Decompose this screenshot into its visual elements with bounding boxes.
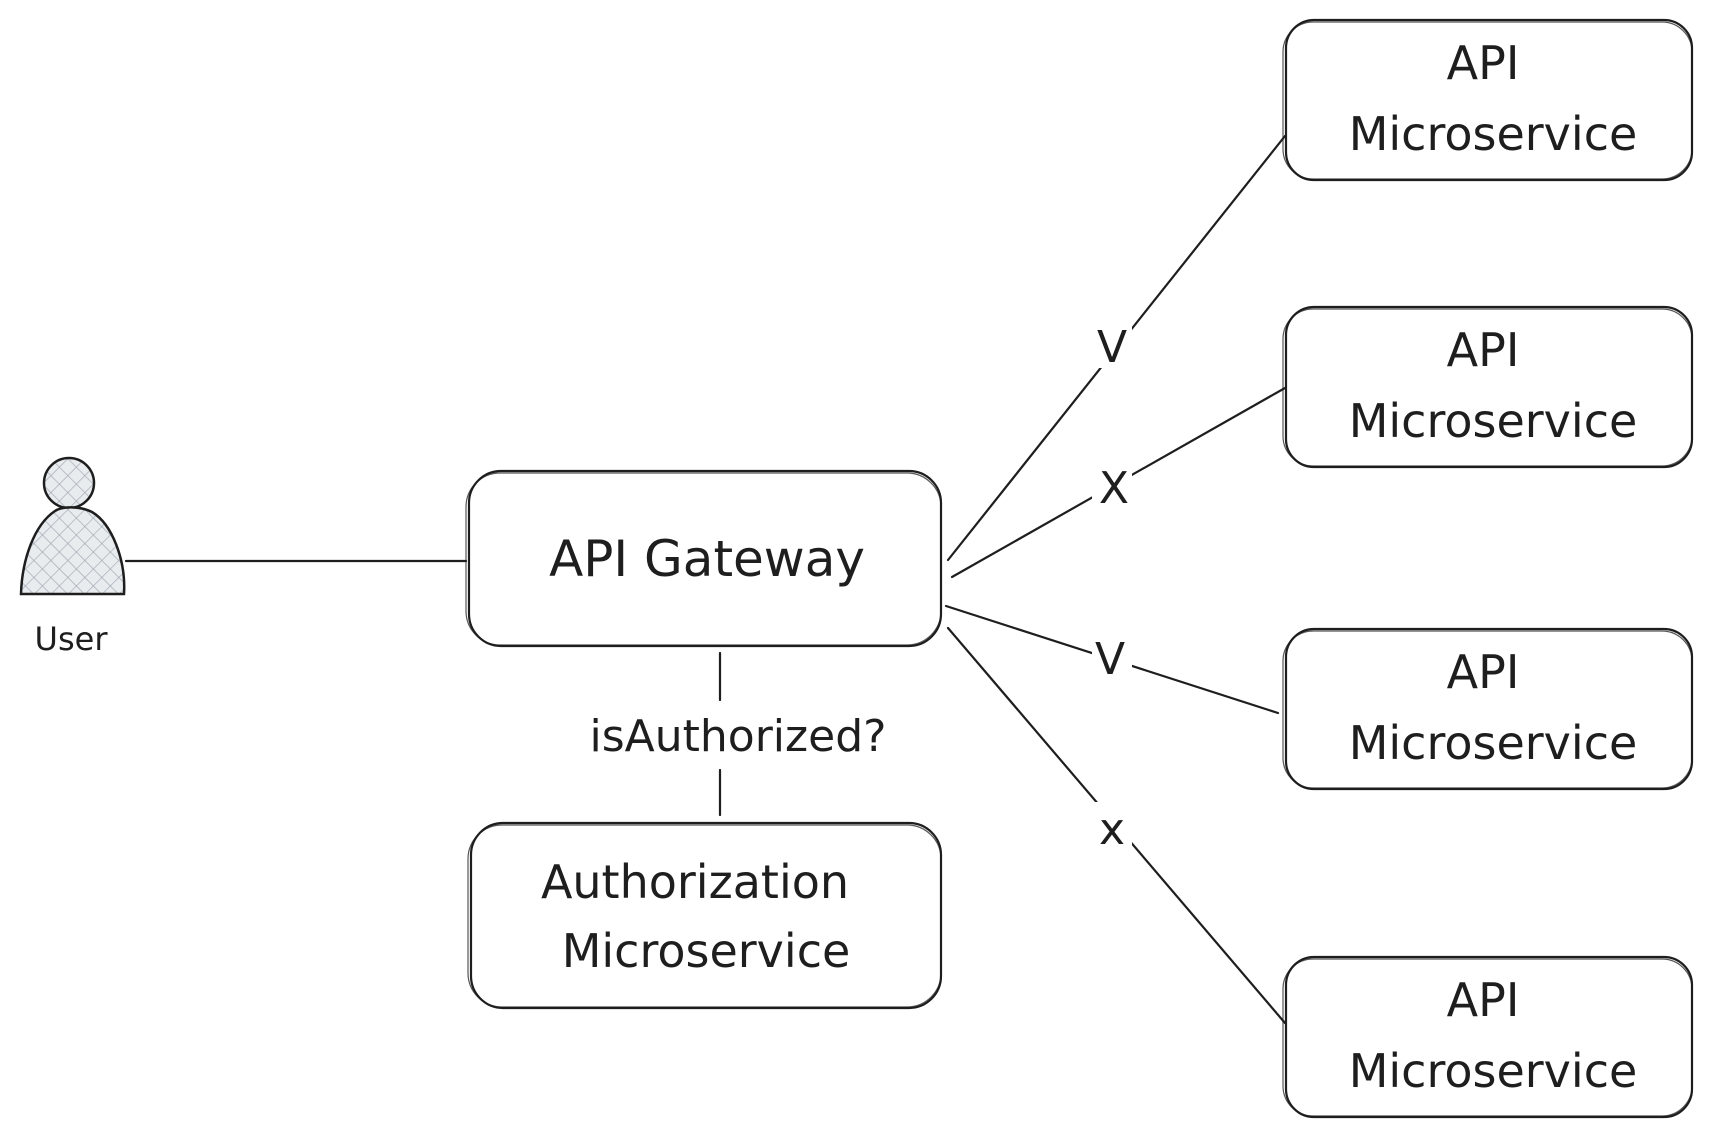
- service-1-label-line2: Microservice: [1349, 107, 1638, 161]
- service-3-label-line1: API: [1447, 645, 1520, 699]
- service-node-4[interactable]: API Microservice: [1282, 955, 1694, 1119]
- edge-label-service-1: V: [1097, 322, 1127, 373]
- service-node-2[interactable]: API Microservice: [1282, 305, 1694, 469]
- user-actor: User: [19, 456, 126, 658]
- service-3-label-line2: Microservice: [1349, 716, 1638, 770]
- auth-label-line1: Authorization: [541, 855, 849, 909]
- user-body-icon: [19, 506, 126, 596]
- service-2-label-line1: API: [1447, 323, 1520, 377]
- service-node-1[interactable]: API Microservice: [1282, 18, 1694, 182]
- user-head-icon: [42, 456, 96, 510]
- user-label: User: [35, 620, 109, 658]
- service-1-label-line1: API: [1447, 36, 1520, 90]
- auth-label-line2: Microservice: [562, 924, 851, 978]
- service-4-label-line2: Microservice: [1349, 1044, 1638, 1098]
- auth-node[interactable]: Authorization Microservice: [467, 821, 943, 1010]
- edge-label-service-2: X: [1099, 463, 1129, 514]
- service-2-label-line2: Microservice: [1349, 394, 1638, 448]
- edge-label-service-3: V: [1095, 634, 1125, 685]
- gateway-node[interactable]: API Gateway: [465, 469, 943, 648]
- gateway-label: API Gateway: [549, 530, 865, 588]
- edge-labels: V X V x isAuthorized?: [590, 318, 1132, 855]
- edge-label-auth: isAuthorized?: [590, 711, 887, 762]
- service-4-label-line1: API: [1447, 973, 1520, 1027]
- service-node-3[interactable]: API Microservice: [1282, 627, 1694, 791]
- edge-label-service-4: x: [1099, 804, 1125, 855]
